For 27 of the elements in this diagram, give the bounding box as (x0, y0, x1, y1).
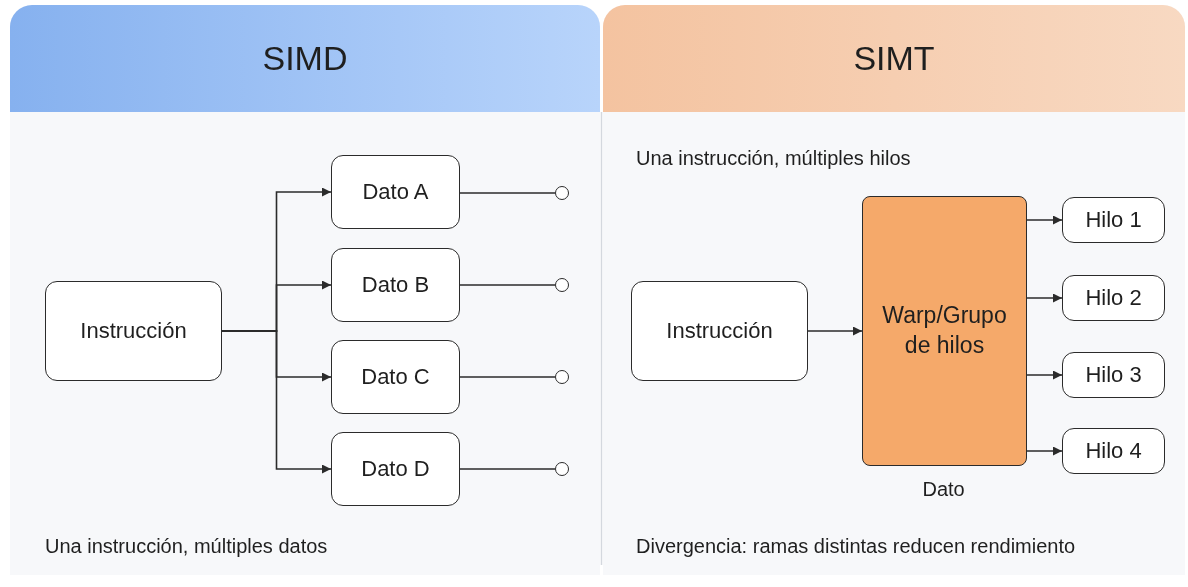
connector-line (459, 376, 556, 378)
connector-line (459, 468, 556, 470)
process-box: Hilo 3 (1062, 352, 1165, 398)
arrow (221, 330, 332, 474)
connector-line (459, 284, 556, 286)
process-box: Dato C (331, 340, 460, 414)
panel-header: SIMD (10, 5, 600, 112)
panel-header: SIMT (603, 5, 1185, 112)
process-box: Dato B (331, 248, 460, 322)
arrow (1026, 446, 1063, 456)
arrow (807, 326, 863, 336)
warp-box: Warp/Grupo de hilos (862, 196, 1027, 466)
process-box: Instrucción (631, 281, 808, 381)
note-text: Una instrucción, múltiples datos (45, 535, 328, 558)
arrow (1026, 215, 1063, 225)
process-box: Hilo 4 (1062, 428, 1165, 474)
note-text: Una instrucción, múltiples hilos (636, 147, 911, 170)
arrow (1026, 370, 1063, 380)
process-box: Hilo 2 (1062, 275, 1165, 321)
note-text: Divergencia: ramas distintas reducen rendimiento (636, 535, 1076, 558)
process-box: Instrucción (45, 281, 222, 381)
process-box: Hilo 1 (1062, 197, 1165, 243)
process-box: Dato D (331, 432, 460, 506)
node-caption: Dato (922, 478, 965, 501)
process-box: Dato A (331, 155, 460, 229)
arrow (1026, 293, 1063, 303)
connector-line (459, 192, 556, 194)
